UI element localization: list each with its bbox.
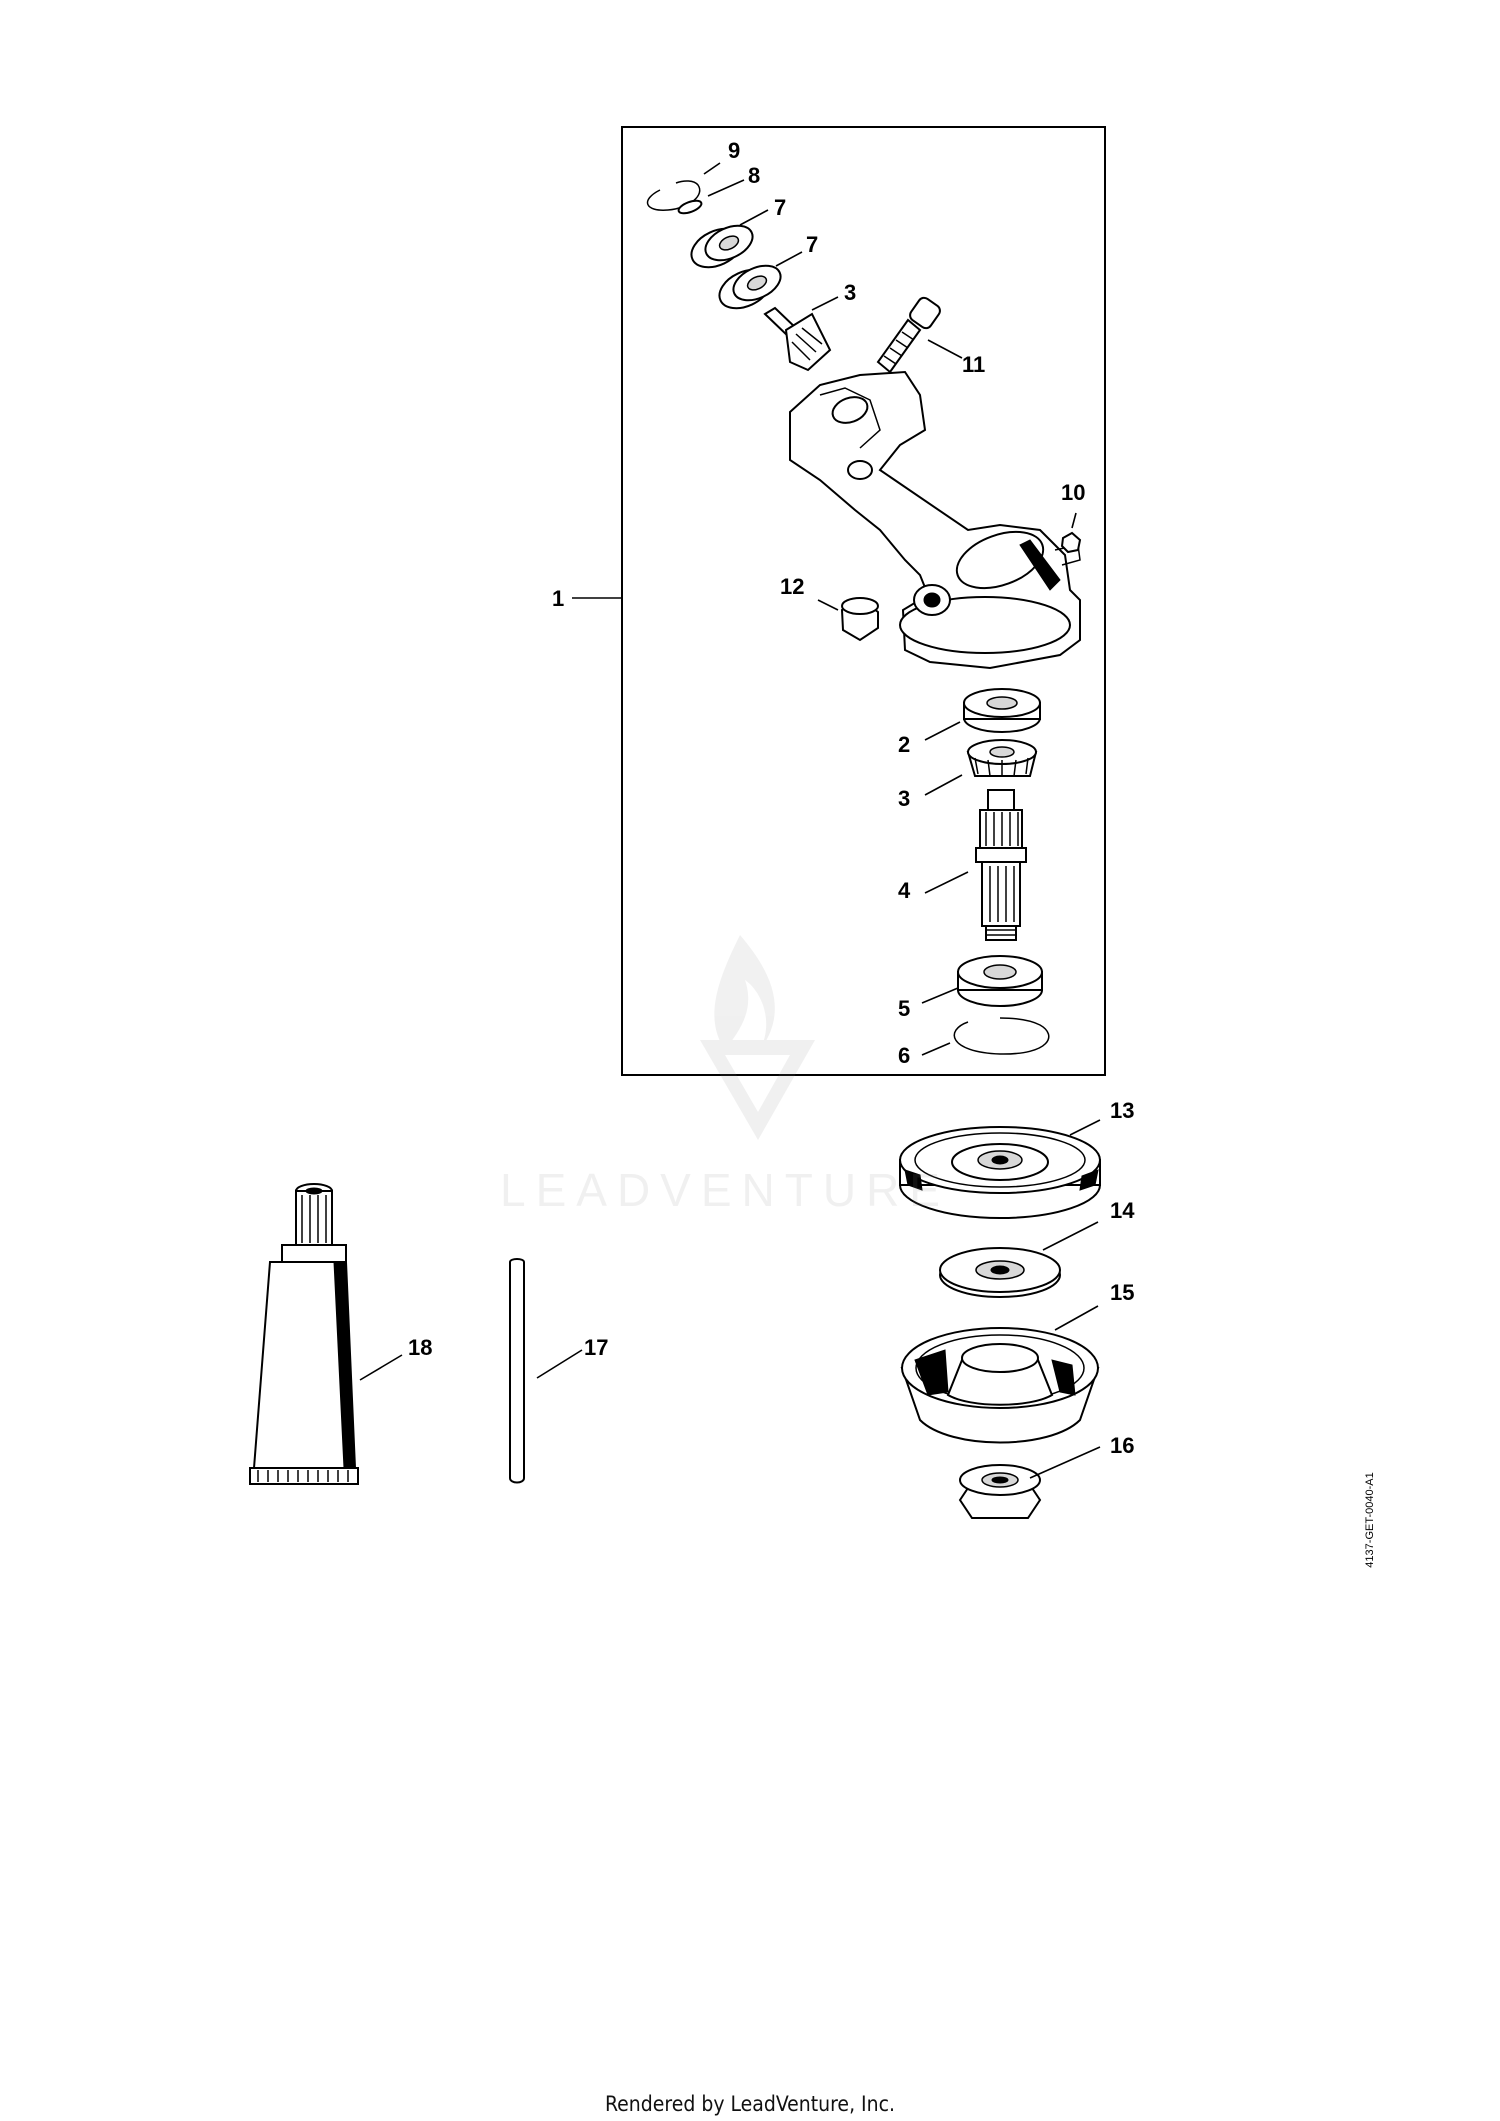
callout-7-upper: 7 bbox=[774, 195, 786, 220]
part-bearing-2[interactable] bbox=[924, 688, 1041, 741]
callout-15: 15 bbox=[1110, 1280, 1134, 1305]
callout-1: 1 bbox=[552, 586, 564, 611]
footer-credit: Rendered by LeadVenture, Inc. bbox=[605, 2092, 895, 2116]
part-rider-plate-15[interactable] bbox=[900, 1305, 1100, 1444]
callout-7-lower: 7 bbox=[806, 232, 818, 257]
callout-13: 13 bbox=[1110, 1098, 1134, 1123]
callout-3-lower: 3 bbox=[898, 786, 910, 811]
callout-4: 4 bbox=[898, 878, 911, 903]
callout-9: 9 bbox=[728, 138, 740, 163]
part-plug-screw-12[interactable] bbox=[817, 597, 879, 642]
part-shaft-4[interactable] bbox=[924, 789, 1027, 941]
part-circlip-9[interactable] bbox=[646, 162, 721, 211]
callout-6: 6 bbox=[898, 1043, 910, 1068]
part-bevel-gear-3-lower[interactable] bbox=[924, 739, 1038, 796]
callout-18: 18 bbox=[408, 1335, 432, 1360]
part-bearing-5[interactable] bbox=[921, 955, 1043, 1007]
part-pin-17[interactable] bbox=[509, 1258, 583, 1484]
callout-8: 8 bbox=[748, 163, 760, 188]
callout-12: 12 bbox=[780, 574, 804, 599]
part-bearing-7-lower[interactable] bbox=[713, 251, 803, 316]
callout-10: 10 bbox=[1061, 480, 1085, 505]
part-nut-16[interactable] bbox=[958, 1446, 1101, 1519]
part-washer-14[interactable] bbox=[939, 1221, 1099, 1298]
callout-5: 5 bbox=[898, 996, 910, 1021]
part-bevel-pinion-3-upper[interactable] bbox=[763, 296, 839, 372]
part-grease-tube-18[interactable] bbox=[249, 1183, 403, 1485]
callout-2: 2 bbox=[898, 732, 910, 757]
part-bearing-7-upper[interactable] bbox=[685, 209, 769, 275]
drawing-code-text: 4137-GET-0040-A1 bbox=[1364, 1472, 1376, 1568]
part-circlip-6[interactable] bbox=[921, 1017, 1050, 1056]
part-washer-8[interactable] bbox=[677, 179, 745, 216]
callout-11: 11 bbox=[962, 352, 985, 377]
part-thrust-plate-13[interactable] bbox=[899, 1119, 1101, 1219]
part-screw-11[interactable] bbox=[876, 295, 963, 374]
callout-14: 14 bbox=[1110, 1198, 1135, 1223]
drawing-code: 4137-GET-0040-A1 bbox=[1360, 1450, 1380, 1590]
assembly-frame bbox=[621, 126, 1106, 1076]
callout-3-upper: 3 bbox=[844, 280, 856, 305]
part-gear-housing-1[interactable] bbox=[789, 370, 1081, 670]
part-nut-10[interactable] bbox=[1060, 512, 1082, 554]
callout-17: 17 bbox=[584, 1335, 608, 1360]
callout-16: 16 bbox=[1110, 1433, 1134, 1458]
